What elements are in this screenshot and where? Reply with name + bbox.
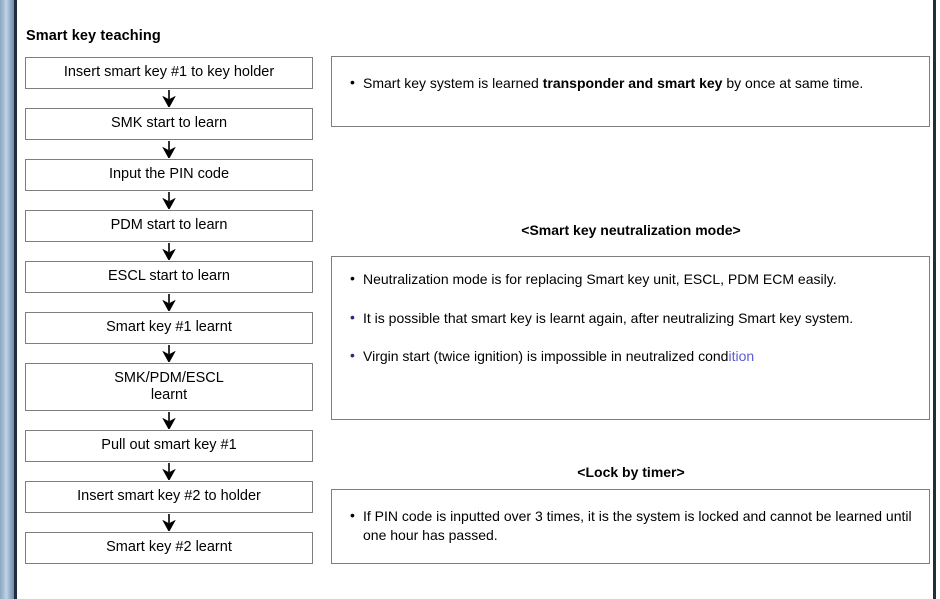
flow-node: Smart key #1 learnt [25, 312, 313, 344]
flow-node-label: Insert smart key #2 to holder [77, 488, 261, 505]
flow-node: ESCL start to learn [25, 261, 313, 293]
flow-node-label: Insert smart key #1 to key holder [63, 64, 275, 81]
flow-node-label: SMK/PDM/ESCL learnt [114, 369, 224, 403]
flow-node: Insert smart key #1 to key holder [25, 57, 313, 89]
lock-by-timer-heading: <Lock by timer> [577, 464, 685, 480]
flow-node: PDM start to learn [25, 210, 313, 242]
note-text-post: by once at same time. [722, 75, 864, 91]
note-text-strong: transponder and smart key [542, 75, 723, 91]
flow-node: SMK start to learn [25, 108, 313, 140]
neutralization-text-2: It is possible that smart key is learnt … [363, 309, 854, 326]
left-edge-gradient [0, 0, 14, 599]
neutralization-text-3-tail: ition [728, 348, 755, 365]
neutralization-text-1: Neutralization mode is for replacing Sma… [363, 271, 837, 287]
list-item: Neutralization mode is for replacing Sma… [350, 269, 913, 289]
down-arrow-icon [25, 513, 313, 532]
down-arrow-icon [25, 140, 313, 159]
list-item: It is possible that smart key is learnt … [350, 308, 913, 328]
flow-node-label: SMK start to learn [110, 115, 228, 132]
flow-node: Input the PIN code [25, 159, 313, 191]
notes-panel: Smart key system is learned transponder … [331, 56, 930, 127]
down-arrow-icon [25, 89, 313, 108]
down-arrow-icon [25, 293, 313, 312]
right-edge-rule [933, 0, 936, 599]
flow-node-label: Smart key #2 learnt [106, 539, 232, 556]
flow-node-label: ESCL start to learn [108, 268, 230, 285]
lock-by-timer-text: If PIN code is inputted over 3 times, it… [363, 508, 912, 543]
down-arrow-icon [25, 242, 313, 261]
notes-bullet-list: Smart key system is learned transponder … [332, 57, 929, 93]
list-item: If PIN code is inputted over 3 times, it… [350, 506, 913, 544]
flow-node: Smart key #2 learnt [25, 532, 313, 564]
flow-node-label: Input the PIN code [108, 166, 230, 183]
down-arrow-icon [25, 344, 313, 363]
neutralization-bullet-list: Neutralization mode is for replacing Sma… [332, 257, 929, 366]
neutralization-text-3: Virgin start (twice ignition) is impossi… [363, 348, 729, 365]
list-item: Smart key system is learned transponder … [350, 73, 913, 93]
flow-node: Pull out smart key #1 [25, 430, 313, 462]
flow-node-label: Smart key #1 learnt [106, 319, 232, 336]
neutralization-panel: Neutralization mode is for replacing Sma… [331, 256, 930, 420]
note-text-pre: Smart key system is learned [363, 75, 543, 91]
neutralization-heading: <Smart key neutralization mode> [521, 222, 741, 238]
flow-node: Insert smart key #2 to holder [25, 481, 313, 513]
lock-by-timer-panel: If PIN code is inputted over 3 times, it… [331, 489, 930, 564]
list-item: Virgin start (twice ignition) is impossi… [350, 346, 913, 366]
down-arrow-icon [25, 191, 313, 210]
down-arrow-icon [25, 462, 313, 481]
down-arrow-icon [25, 411, 313, 430]
flow-node: SMK/PDM/ESCL learnt [25, 363, 313, 411]
left-edge-rule [14, 0, 17, 599]
flow-node-label: PDM start to learn [110, 217, 228, 234]
flow-node-label: Pull out smart key #1 [101, 437, 237, 454]
lock-by-timer-bullet-list: If PIN code is inputted over 3 times, it… [332, 490, 929, 544]
page-title: Smart key teaching [26, 28, 161, 44]
